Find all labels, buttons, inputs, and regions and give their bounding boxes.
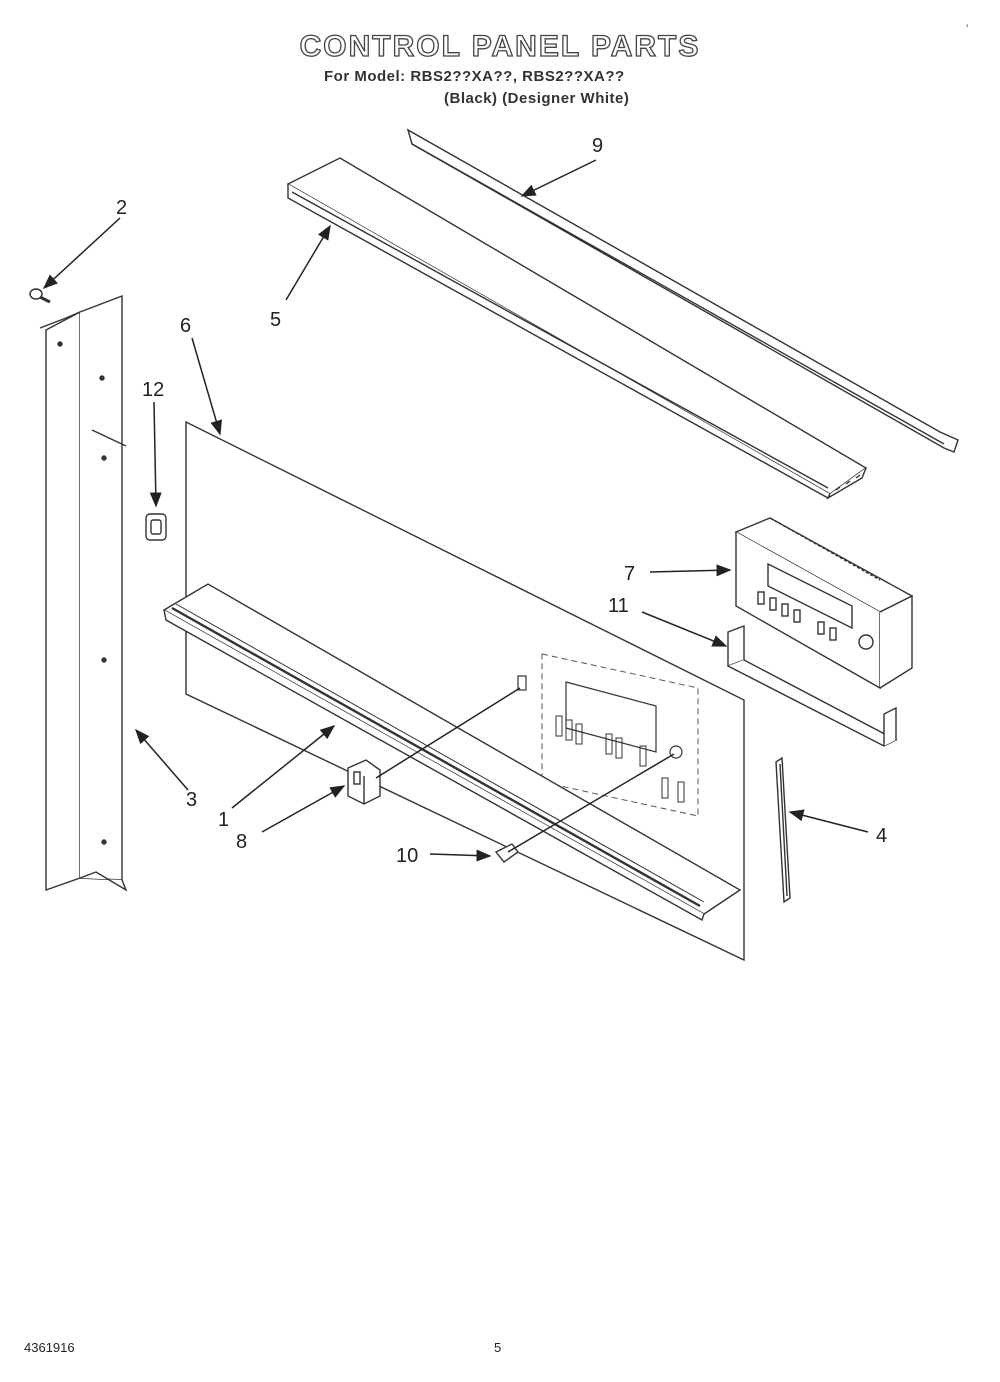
callout-3: 3 — [186, 789, 197, 811]
corner-mark: ' — [966, 22, 969, 36]
page-title: CONTROL PANEL PARTS — [299, 29, 701, 63]
trim-strip-part-9 — [406, 128, 959, 453]
clip-part-12 — [145, 513, 167, 541]
callout-8: 8 — [236, 831, 247, 853]
leader-lines — [42, 159, 869, 862]
callout-7: 7 — [624, 563, 635, 585]
callout-12: 12 — [142, 379, 164, 401]
bottom-trim-part-1 — [162, 583, 742, 922]
electronic-control-part-7 — [734, 517, 914, 690]
callout-5: 5 — [270, 309, 281, 331]
finish-colors: (Black) (Designer White) — [444, 90, 630, 107]
switch-part-8 — [347, 759, 381, 805]
callout-4: 4 — [876, 825, 887, 847]
document-code: 4361916 — [24, 1340, 75, 1355]
page-number: 5 — [494, 1340, 502, 1355]
side-bracket-part-3 — [39, 294, 128, 892]
vertical-strip-part-4 — [775, 756, 791, 904]
screw-part-2 — [29, 288, 51, 304]
callout-2: 2 — [116, 197, 127, 219]
callout-1: 1 — [218, 809, 229, 831]
top-channel-part-5 — [286, 157, 868, 500]
callout-6: 6 — [180, 315, 191, 337]
callout-labels: 1 2 3 4 5 6 7 8 9 10 11 12 — [116, 135, 887, 867]
control-area-outline — [517, 653, 699, 817]
callout-11: 11 — [608, 595, 629, 617]
knob-part-10 — [494, 843, 519, 863]
callout-9: 9 — [592, 135, 603, 157]
bracket-part-11 — [727, 624, 898, 747]
model-numbers: For Model: RBS2??XA??, RBS2??XA?? — [324, 68, 625, 85]
callout-10: 10 — [396, 845, 418, 867]
